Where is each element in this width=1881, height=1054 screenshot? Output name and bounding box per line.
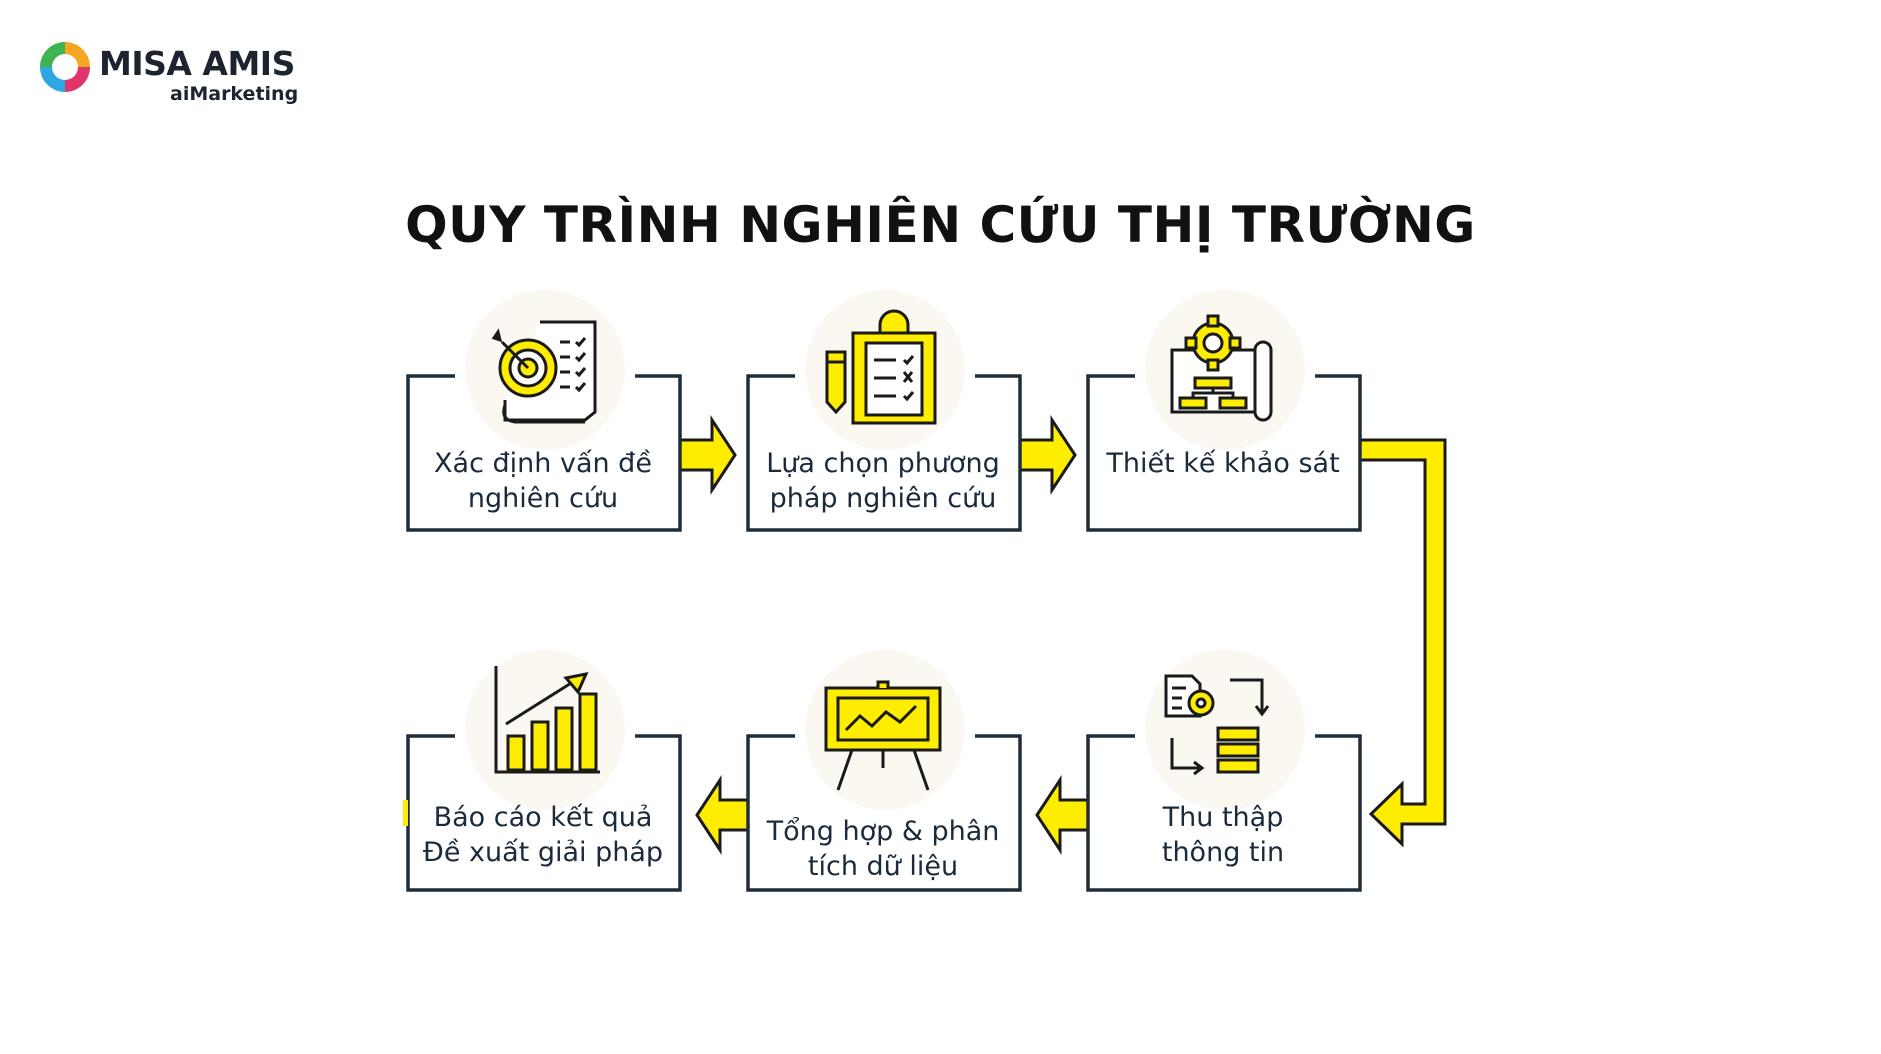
step-label-4-line2: thông tin: [1161, 837, 1285, 868]
step-label-6: Báo cáo kết quả Đề xuất giải pháp: [408, 800, 678, 870]
step-label-2: Lựa chọn phương pháp nghiên cứu: [748, 446, 1018, 516]
step-label-3-line1: Thiết kế khảo sát: [1106, 448, 1340, 479]
page-title: QUY TRÌNH NGHIÊN CỨU THỊ TRƯỜNG: [405, 196, 1476, 254]
blueprint-gear-icon: [1170, 314, 1273, 422]
arrow-right-1-2: [678, 414, 737, 496]
step-label-3: Thiết kế khảo sát: [1088, 446, 1358, 481]
misa-logo-icon: [40, 42, 90, 92]
step-box-1: [406, 374, 682, 532]
left-stub: [403, 800, 408, 826]
arrow-left-4-5: [1035, 774, 1090, 856]
step-box-5: [746, 734, 1022, 892]
step-label-1: Xác định vấn đề nghiên cứu: [408, 446, 678, 516]
step-label-5-line2: tích dữ liệu: [807, 851, 959, 882]
step-label-4-line1: Thu thập: [1162, 802, 1284, 833]
brand-logo: MISA AMIS aiMarketing: [36, 34, 306, 114]
data-collection-icon: [1164, 674, 1270, 776]
growth-chart-icon: [494, 666, 600, 774]
step-box-6: [406, 734, 682, 892]
step-box-2: [746, 374, 1022, 532]
step-label-2-line1: Lựa chọn phương: [766, 448, 1000, 479]
step-box-4: [1086, 734, 1362, 892]
arrow-return-3-4: [1358, 438, 1447, 848]
target-checklist-icon: [491, 320, 597, 424]
step-label-2-line2: pháp nghiên cứu: [769, 483, 997, 514]
arrow-left-5-6: [695, 774, 750, 856]
step-label-5-line1: Tổng hợp & phân: [766, 816, 1000, 847]
step-label-5: Tổng hợp & phân tích dữ liệu: [748, 814, 1018, 884]
arrow-right-2-3: [1018, 414, 1077, 496]
step-label-6-line1: Báo cáo kết quả: [433, 802, 653, 833]
presentation-board-icon: [824, 680, 942, 791]
brand-name: MISA AMIS: [99, 44, 295, 83]
step-label-6-line2: Đề xuất giải pháp: [422, 837, 664, 868]
step-label-1-line1: Xác định vấn đề: [434, 448, 652, 479]
step-label-4: Thu thập thông tin: [1088, 800, 1358, 870]
step-label-1-line2: nghiên cứu: [467, 483, 619, 514]
product-name: aiMarketing: [170, 83, 299, 105]
clipboard-checklist-icon: [825, 309, 937, 425]
step-box-3: [1086, 374, 1362, 532]
